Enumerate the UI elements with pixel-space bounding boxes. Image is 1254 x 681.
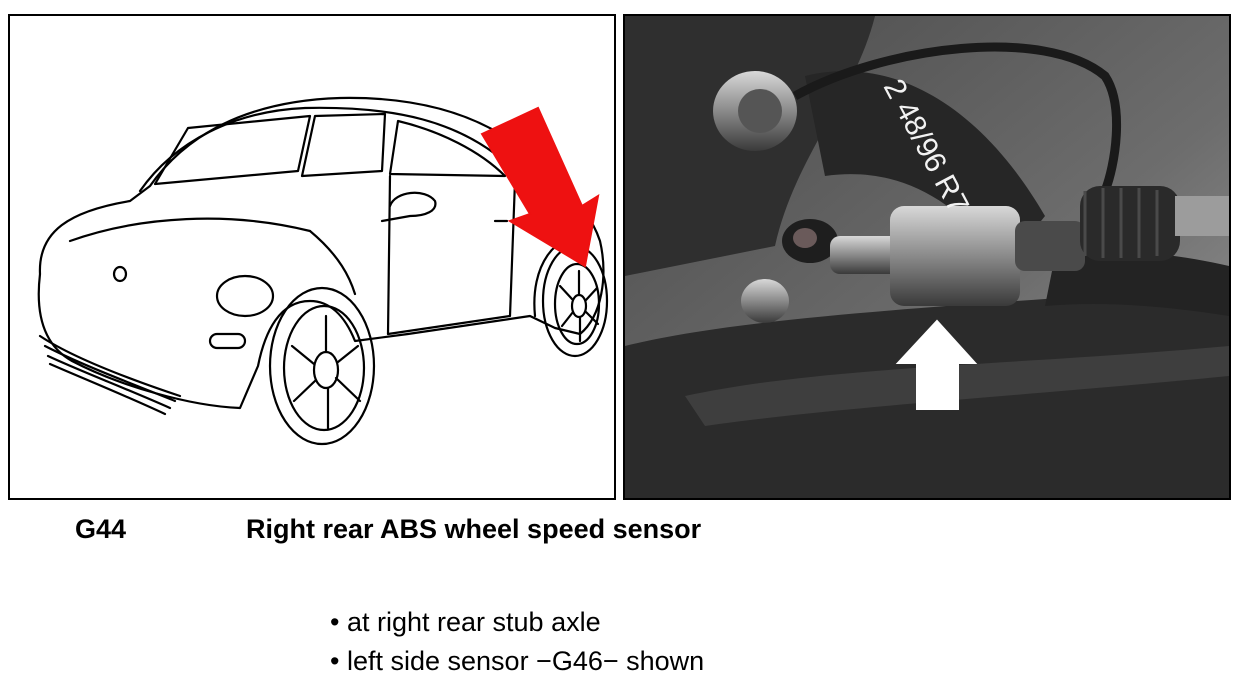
component-code: G44 [75,514,127,544]
sensor-photo-panel: 2 48/96 R7 [623,14,1231,500]
location-notes: at right rear stub axle left side sensor… [330,603,704,681]
sensor-photo: 2 48/96 R7 [625,16,1229,498]
note-item: left side sensor −G46− shown [330,642,704,681]
red-arrow-icon [480,106,600,268]
white-arrow-icon [895,319,978,410]
car-illustration-panel [8,14,616,500]
note-item: at right rear stub axle [330,603,704,642]
component-title: Right rear ABS wheel speed sensor [246,514,702,544]
car-line-drawing [37,96,609,446]
